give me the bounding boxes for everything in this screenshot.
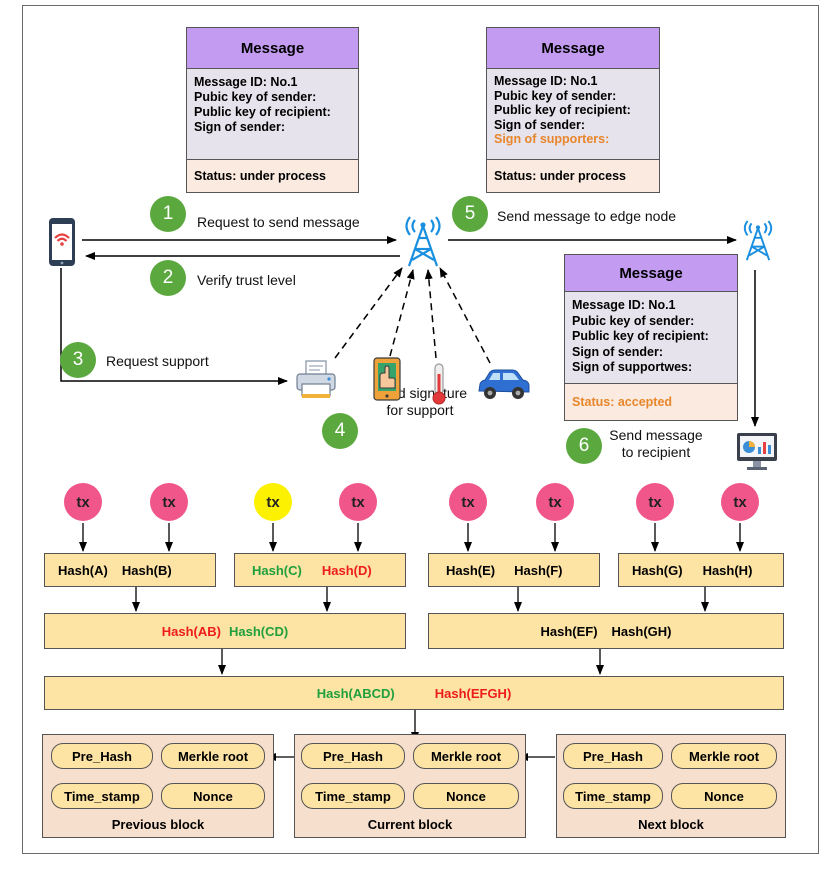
hash-a: Hash(A) [58, 562, 108, 578]
nonce-field: Nonce [161, 783, 265, 809]
tx-node-c: tx [254, 483, 292, 521]
step-1-label: Request to send message [197, 214, 360, 230]
message-status: Status: under process [187, 159, 358, 192]
recipient-key-field: Public key of recipient: [572, 329, 709, 343]
supporters-sign-field: Sign of supporters: [494, 132, 610, 146]
hash-gh: Hash(GH) [611, 623, 672, 639]
hash-h: Hash(H) [702, 562, 753, 578]
nonce-field: Nonce [671, 783, 777, 809]
step-3-marker: 3 [60, 342, 96, 378]
message-box-top-right: Message Message ID: No.1 Pubic key of se… [486, 27, 660, 193]
block-title: Next block [638, 817, 704, 832]
pre-hash-field: Pre_Hash [563, 743, 663, 769]
tx-node-h: tx [721, 483, 759, 521]
hash-f: Hash(F) [514, 562, 563, 578]
block-title: Current block [367, 817, 453, 832]
next-block: Pre_Hash Merkle root Time_stamp Nonce Ne… [556, 734, 786, 838]
merkle-root-field: Merkle root [161, 743, 265, 769]
nonce-field: Nonce [413, 783, 519, 809]
smartphone-icon [49, 218, 75, 266]
step-3-label: Request support [106, 353, 209, 369]
tx-node-g: tx [636, 483, 674, 521]
hash-abcd: Hash(ABCD) [316, 685, 395, 701]
message-status: Status: under process [487, 159, 659, 192]
tx-node-d: tx [339, 483, 377, 521]
timestamp-field: Time_stamp [563, 783, 663, 809]
tx-node-a: tx [64, 483, 102, 521]
merkle-root-field: Merkle root [671, 743, 777, 769]
leaf-hash-ab: Hash(A) Hash(B) [44, 553, 216, 587]
message-id-field: Message ID: No.1 [494, 74, 598, 88]
current-block: Pre_Hash Merkle root Time_stamp Nonce Cu… [294, 734, 526, 838]
sender-sign-field: Sign of sender: [494, 117, 585, 132]
pre-hash-field: Pre_Hash [51, 743, 153, 769]
tx-node-e: tx [449, 483, 487, 521]
recipient-key-field: Public key of recipient: [194, 105, 331, 119]
hash-ef: Hash(EF) [540, 623, 598, 639]
step-6-label: Send message to recipient [598, 427, 714, 461]
sender-sign-field: Sign of sender: [194, 120, 285, 134]
diagram-frame [22, 5, 819, 854]
supporters-sign-field: Sign of supportwes: [572, 360, 693, 374]
tx-node-b: tx [150, 483, 188, 521]
message-fields: Message ID: No.1 Pubic key of sender: Pu… [187, 69, 358, 141]
hash-e: Hash(E) [446, 562, 496, 578]
antenna-tower-icon [743, 220, 773, 261]
thermometer-icon [432, 363, 446, 405]
message-header: Message [487, 28, 659, 69]
recipient-key-field: Public key of recipient: [494, 103, 631, 117]
message-id-field: Message ID: No.1 [572, 298, 676, 312]
hash-c: Hash(C) [252, 562, 302, 578]
block-title: Previous block [111, 817, 205, 832]
sender-sign-field: Sign of sender: [572, 344, 663, 359]
hash-b: Hash(B) [121, 562, 172, 578]
hash-efgh: Hash(EFGH) [434, 685, 512, 701]
step-2-marker: 2 [150, 260, 186, 296]
hash-ab: Hash(AB) [161, 623, 221, 639]
car-icon [478, 369, 530, 399]
message-box-right: Message Message ID: No.1 Pubic key of se… [564, 254, 738, 421]
tx-node-f: tx [536, 483, 574, 521]
hash-g: Hash(G) [632, 562, 683, 578]
antenna-tower-icon [405, 216, 441, 267]
message-fields: Message ID: No.1 Pubic key of sender: Pu… [565, 292, 737, 382]
message-id-field: Message ID: No.1 [194, 75, 298, 89]
leaf-hash-ef: Hash(E) Hash(F) [428, 553, 600, 587]
leaf-hash-gh: Hash(G) Hash(H) [618, 553, 784, 587]
step-6-label-line1: Send message [609, 427, 703, 443]
leaf-hash-cd: Hash(C) Hash(D) [234, 553, 406, 587]
merkle-root-hash: Hash(ABCD) Hash(EFGH) [44, 676, 784, 710]
sender-key-field: Pubic key of sender: [572, 313, 695, 328]
level2-hash-abcd: Hash(AB) Hash(CD) [44, 613, 406, 649]
step-6-label-line2: to recipient [621, 444, 691, 460]
merkle-root-field: Merkle root [413, 743, 519, 769]
printer-icon [296, 360, 336, 398]
monitor-dashboard-icon [737, 433, 777, 470]
step-6-marker: 6 [566, 428, 602, 464]
message-box-top-left: Message Message ID: No.1 Pubic key of se… [186, 27, 359, 193]
previous-block: Pre_Hash Merkle root Time_stamp Nonce Pr… [42, 734, 274, 838]
mobile-device-icon [373, 357, 401, 401]
level2-hash-efgh: Hash(EF) Hash(GH) [428, 613, 784, 649]
step-5-marker: 5 [452, 196, 488, 232]
message-header: Message [187, 28, 358, 69]
pre-hash-field: Pre_Hash [301, 743, 405, 769]
hash-cd: Hash(CD) [229, 623, 289, 639]
timestamp-field: Time_stamp [301, 783, 405, 809]
sender-key-field: Pubic key of sender: [494, 88, 617, 103]
step-4-marker: 4 [322, 413, 358, 449]
hash-d: Hash(D) [321, 562, 372, 578]
sender-key-field: Pubic key of sender: [194, 90, 317, 104]
step-2-label: Verify trust level [197, 272, 296, 288]
timestamp-field: Time_stamp [51, 783, 153, 809]
step-1-marker: 1 [150, 196, 186, 232]
message-status: Status: accepted [565, 383, 737, 420]
message-fields: Message ID: No.1 Pubic key of sender: Pu… [487, 69, 659, 153]
message-header: Message [565, 255, 737, 292]
step-4-label-line2: for support [386, 402, 454, 418]
step-5-label: Send message to edge node [497, 208, 677, 224]
